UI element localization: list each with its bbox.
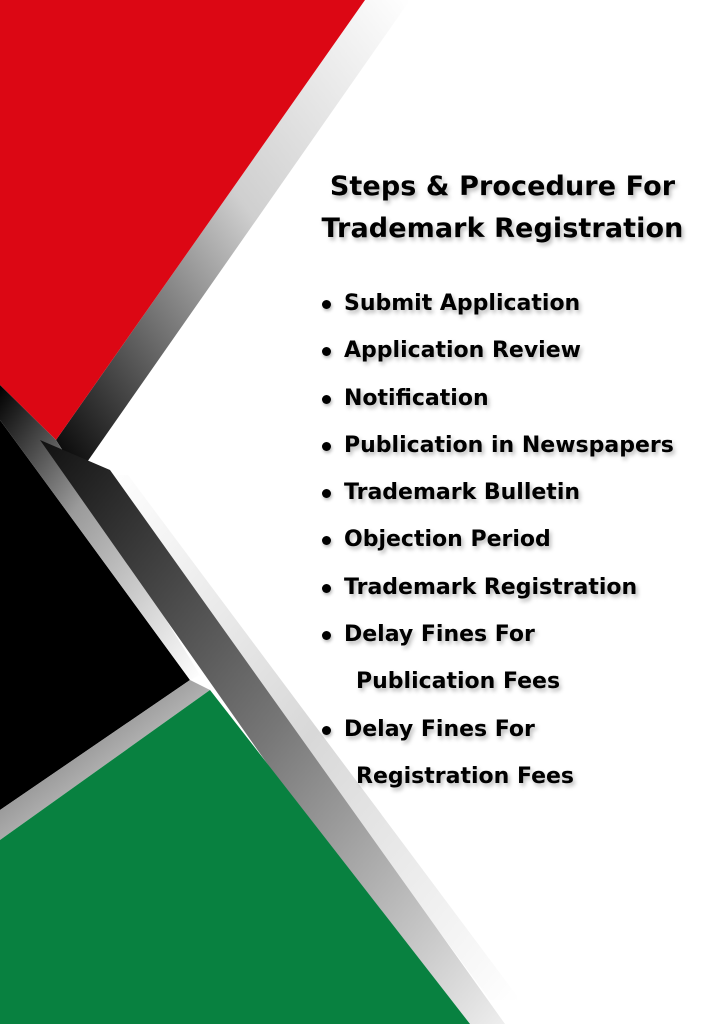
list-item: Application Review (322, 327, 705, 374)
list-item: Trademark Bulletin (322, 469, 705, 516)
upper-silver-band (0, 385, 200, 680)
list-item-label: Objection Period (344, 527, 551, 553)
list-item-label: Delay Fines For (344, 622, 535, 648)
list-item: Objection Period (322, 516, 705, 563)
bullet-icon (322, 394, 331, 404)
list-item: Delay Fines For Publication Fees (322, 611, 705, 706)
list-item-label: Publication in Newspapers (344, 432, 674, 458)
list-item-label-continued: Registration Fees (356, 763, 575, 789)
red-edge-band (56, 0, 410, 475)
list-item: Notification (322, 375, 705, 422)
list-item-label: Trademark Bulletin (344, 480, 581, 506)
content-panel: Steps & Procedure For Trademark Registra… (300, 166, 705, 800)
lower-silver-band (0, 680, 210, 840)
dark-diagonal-band (40, 440, 505, 1024)
list-item: Delay Fines For Registration Fees (322, 706, 705, 801)
list-item: Submit Application (322, 280, 705, 327)
list-item-label: Submit Application (344, 291, 581, 316)
list-item-label-continued: Publication Fees (356, 669, 561, 695)
red-triangle (0, 0, 365, 440)
page-title: Steps & Procedure For Trademark Registra… (300, 166, 705, 250)
bullet-icon (322, 347, 331, 357)
bullet-icon (322, 631, 331, 641)
bullet-icon (322, 489, 331, 499)
title-line-2: Trademark Registration (321, 213, 684, 244)
bullet-icon (322, 300, 331, 309)
bullet-icon (322, 536, 331, 546)
list-item-label: Application Review (344, 338, 581, 364)
title-line-1: Steps & Procedure For (329, 171, 676, 202)
list-item: Trademark Registration (322, 564, 705, 611)
list-item-label: Notification (344, 385, 489, 411)
list-item-label: Trademark Registration (344, 574, 638, 600)
bullet-icon (322, 441, 331, 451)
green-area (0, 690, 470, 1024)
list-item: Publication in Newspapers (322, 422, 705, 469)
bullet-icon (322, 725, 331, 735)
list-item-label: Delay Fines For (344, 716, 535, 742)
steps-list: Submit Application Application Review No… (300, 280, 705, 800)
bullet-icon (322, 583, 331, 593)
